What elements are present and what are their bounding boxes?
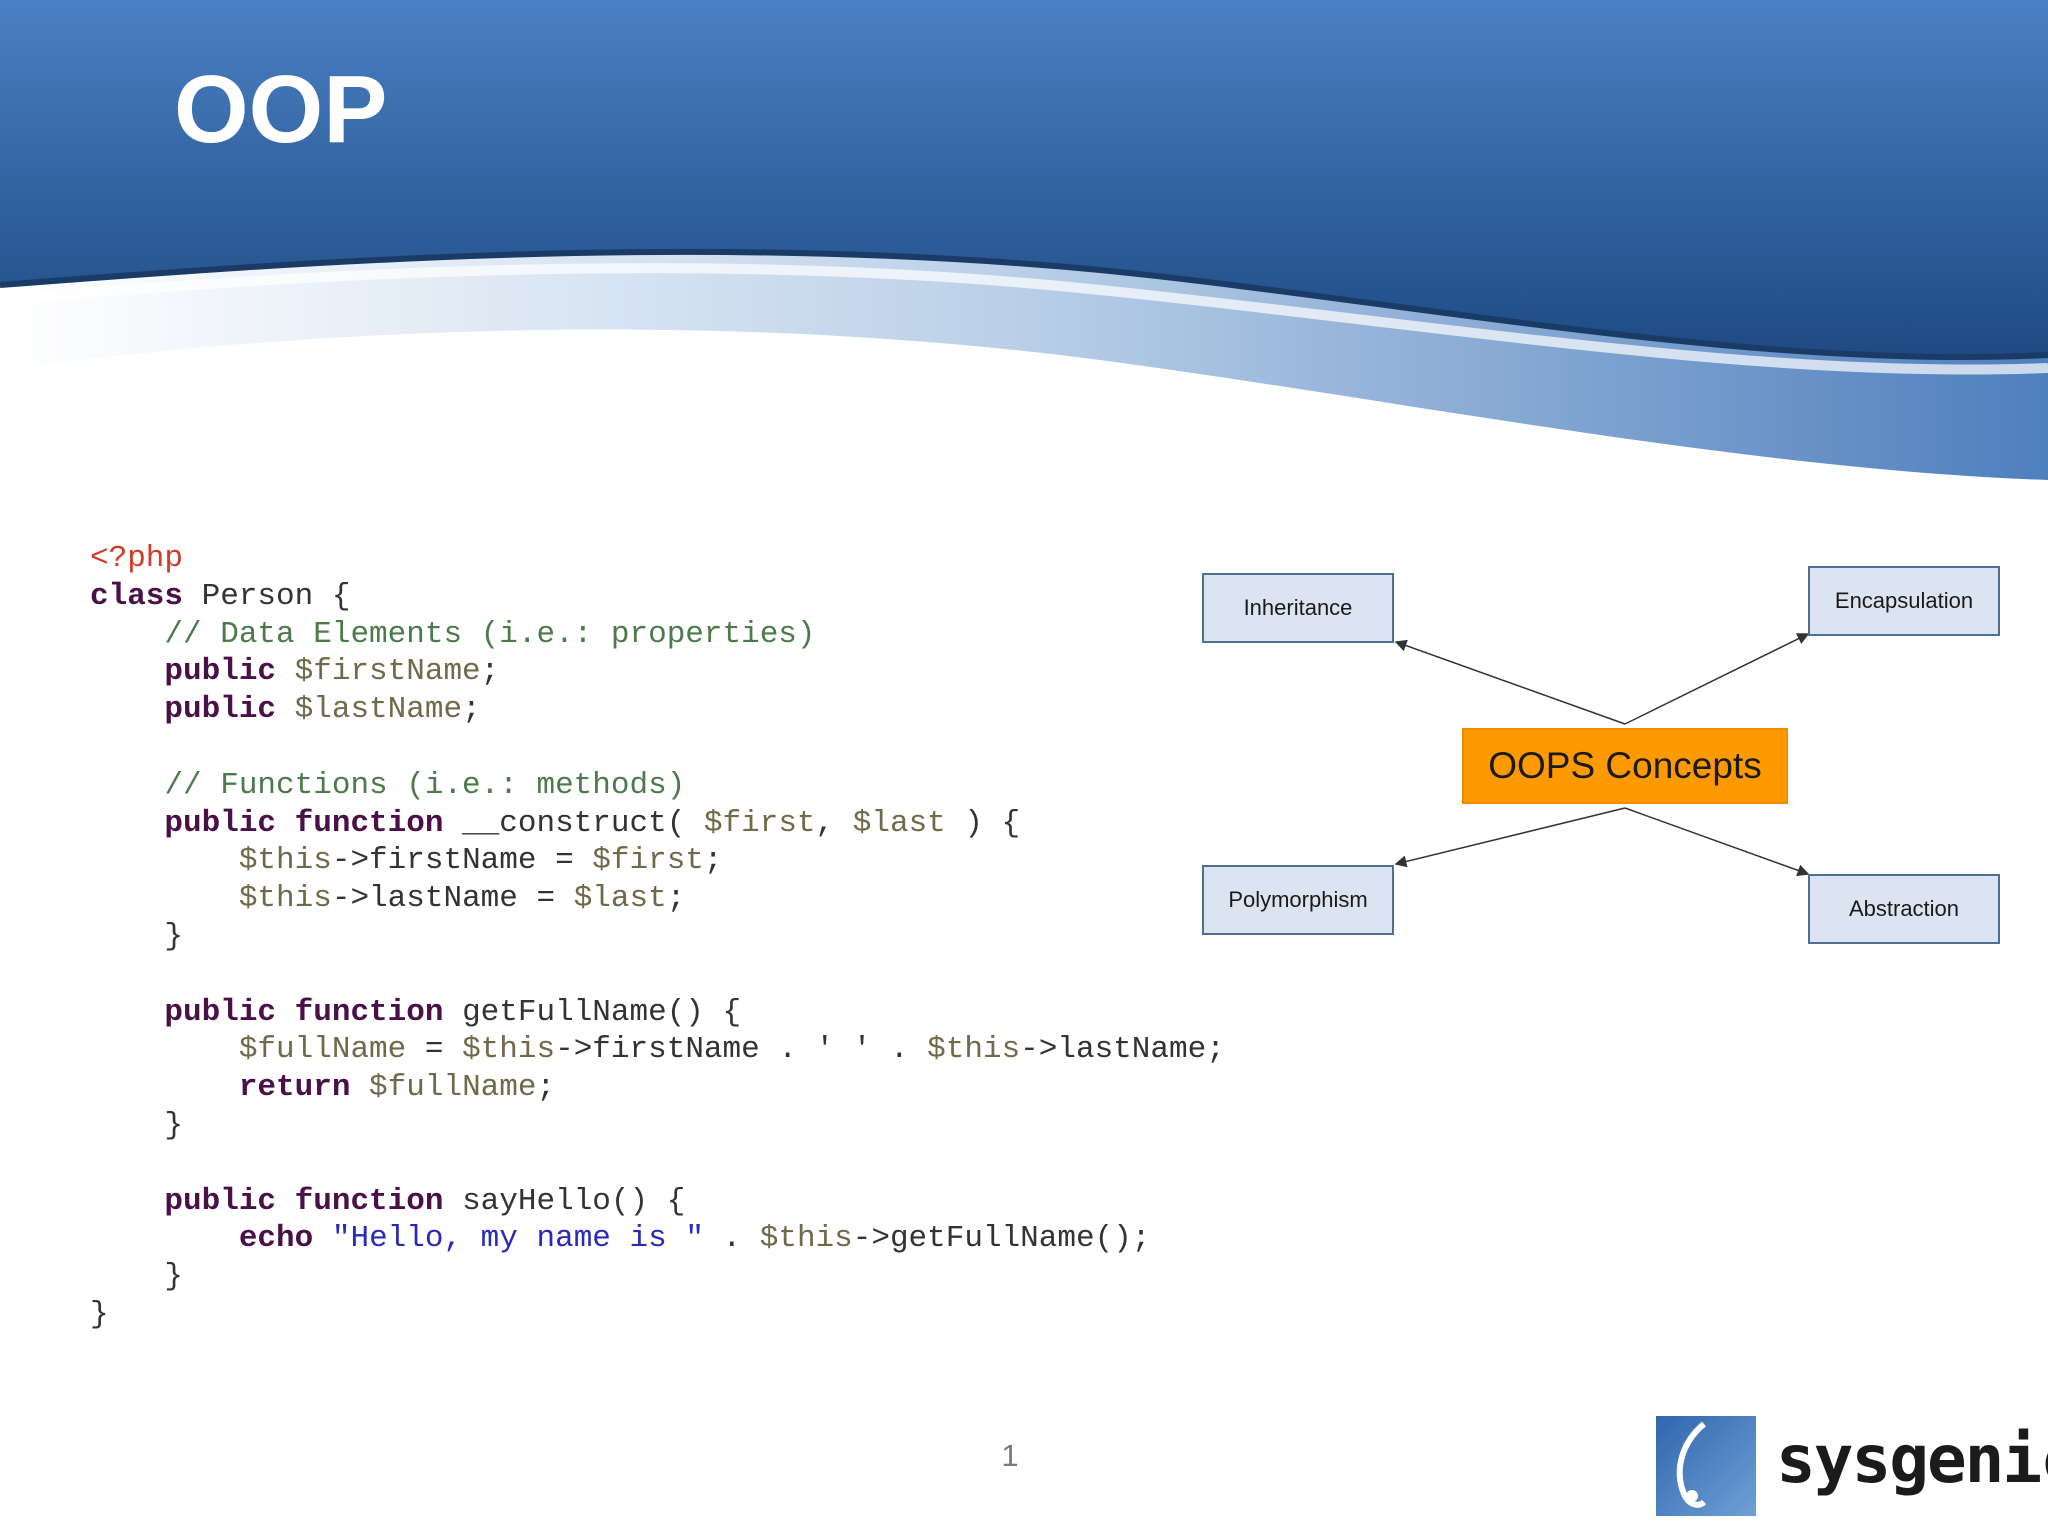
code-token: $firstName	[276, 654, 481, 690]
code-token: // Functions (i.e.: methods)	[90, 767, 686, 803]
code-line: }	[90, 1107, 1225, 1145]
code-token: <?php	[90, 541, 184, 576]
code-line: public function __construct( $first, $la…	[90, 805, 1225, 843]
code-token: ;	[462, 692, 481, 728]
code-line: }	[90, 1258, 1225, 1296]
code-token: sayHello() {	[443, 1183, 686, 1219]
code-token: public function	[90, 994, 444, 1030]
code-line	[90, 956, 1225, 994]
code-line	[90, 729, 1225, 767]
slide-title: OOP	[174, 56, 388, 163]
code-line: echo "Hello, my name is " . $this->getFu…	[90, 1220, 1225, 1258]
code-token: $this	[90, 881, 332, 917]
code-token	[90, 1146, 109, 1181]
code-token: ->getFullName();	[852, 1221, 1151, 1257]
code-token: public function	[90, 1183, 444, 1219]
code-token	[90, 730, 109, 765]
code-token: $this	[462, 1032, 556, 1068]
header-banner	[0, 0, 2048, 480]
sysgenic-logo-icon	[1656, 1416, 1756, 1516]
code-token: }	[90, 1259, 184, 1295]
code-line: $this->lastName = $last;	[90, 880, 1225, 918]
connector-abstraction	[1624, 807, 1810, 877]
sysgenic-logo-text: sysgenic	[1776, 1421, 2048, 1498]
code-token: $fullName	[90, 1032, 407, 1068]
code-line: // Data Elements (i.e.: properties)	[90, 616, 1225, 654]
concept-polymorphism: Polymorphism	[1202, 865, 1394, 935]
code-token: $this	[759, 1221, 853, 1257]
code-token: ;	[703, 843, 723, 879]
code-token: $this	[90, 843, 332, 879]
concept-center-box: OOPS Concepts	[1462, 728, 1788, 804]
code-token	[313, 1221, 332, 1256]
code-token: getFullName() {	[443, 994, 742, 1030]
code-token: ;	[666, 881, 686, 917]
code-token: ->firstName =	[331, 843, 593, 879]
code-token: public	[90, 692, 277, 728]
code-token: ) {	[945, 805, 1021, 841]
code-token: public	[90, 654, 277, 690]
code-token: echo	[90, 1221, 314, 1257]
concept-encapsulation: Encapsulation	[1808, 566, 2000, 636]
page-number: 1	[1001, 1438, 1019, 1473]
concept-inheritance: Inheritance	[1202, 573, 1394, 643]
code-line: return $fullName;	[90, 1069, 1225, 1107]
code-line: public $lastName;	[90, 691, 1225, 729]
concept-abstraction: Abstraction	[1808, 874, 2000, 944]
code-line: $this->firstName = $first;	[90, 842, 1225, 880]
connector-polymorphism	[1394, 807, 1626, 868]
code-line	[90, 1145, 1225, 1183]
code-line: class Person {	[90, 578, 1225, 616]
code-token: return	[90, 1070, 351, 1106]
code-token: }	[90, 1107, 184, 1143]
code-line: public function sayHello() {	[90, 1183, 1225, 1221]
code-token: ->lastName =	[331, 881, 574, 917]
code-token: ,	[815, 805, 853, 841]
code-token	[90, 957, 109, 992]
code-line: $fullName = $this->firstName . ' ' . $th…	[90, 1031, 1225, 1069]
code-line: public $firstName;	[90, 653, 1225, 691]
connector-inheritance	[1394, 639, 1626, 725]
code-token: // Data Elements (i.e.: properties)	[90, 616, 816, 652]
code-token: $last	[852, 805, 946, 841]
code-token: ;	[536, 1070, 556, 1106]
connector-encapsulation	[1624, 633, 1810, 725]
code-line: public function getFullName() {	[90, 994, 1225, 1032]
code-token: .	[703, 1221, 760, 1257]
code-token: $lastName	[276, 692, 463, 728]
code-token: class	[90, 578, 184, 614]
code-token: Person {	[183, 578, 351, 614]
code-token: }	[90, 918, 184, 954]
code-token: }	[90, 1296, 109, 1332]
code-token: $fullName	[350, 1070, 537, 1106]
code-token: $first	[592, 843, 704, 879]
code-token: ->lastName;	[1020, 1032, 1225, 1068]
code-line: }	[90, 918, 1225, 956]
code-token: =	[406, 1032, 463, 1068]
code-token: $last	[573, 881, 667, 917]
code-line: }	[90, 1296, 1225, 1334]
code-token: ;	[480, 654, 500, 690]
code-token: ->firstName . ' ' .	[555, 1032, 928, 1068]
code-token: public function	[90, 805, 444, 841]
code-token: "Hello, my name is "	[331, 1221, 704, 1257]
code-line: // Functions (i.e.: methods)	[90, 767, 1225, 805]
code-token: $first	[703, 805, 816, 841]
code-line: <?php	[90, 540, 1225, 578]
code-token: __construct(	[443, 805, 704, 841]
code-token: $this	[927, 1032, 1021, 1068]
